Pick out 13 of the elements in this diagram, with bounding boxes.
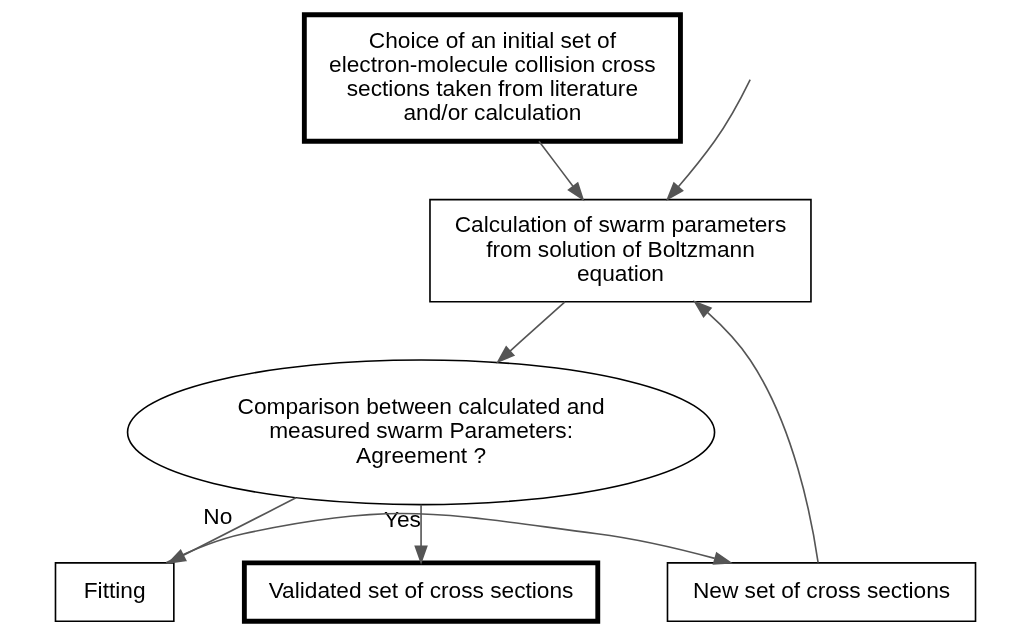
node-ellipse: Comparison between calculated and measured swarm Parameters: Agreement ? [126,359,715,506]
node-box: Fitting [54,562,175,623]
arrow [665,78,751,201]
node-box: Calculation of swarm parameters from solution of Boltzmann equation [428,198,812,303]
arrow [413,504,428,565]
arrow [537,140,584,202]
node-box: New set of cross sections [666,562,976,623]
arrow [692,300,819,564]
edge-label: Yes [383,506,421,533]
node-box: Choice of an initial set of electron-molecule collision cross sections taken from literature and/or calculation [301,12,683,144]
node-box: Validated set of cross sections [241,560,600,624]
arrow [495,301,566,364]
edge-label: No [202,503,232,530]
